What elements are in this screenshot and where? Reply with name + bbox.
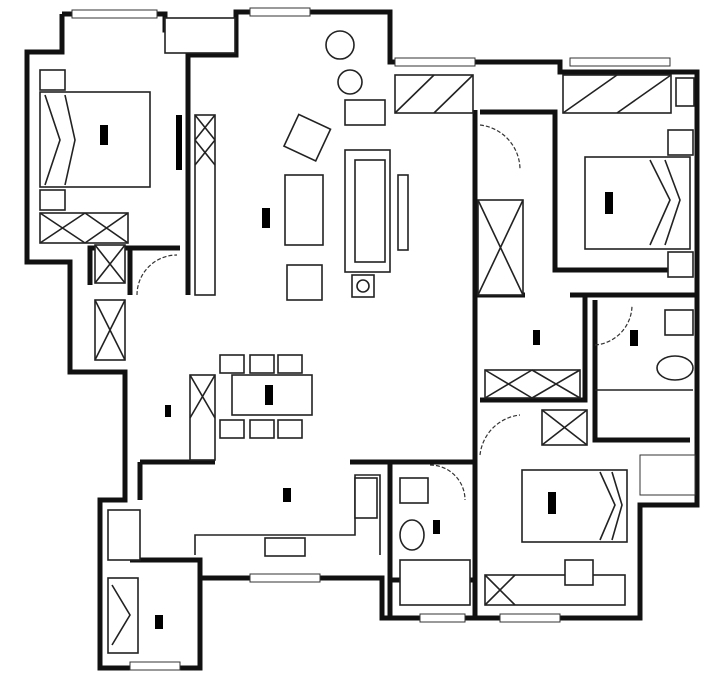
room-label-mark xyxy=(265,385,273,405)
armchair xyxy=(282,113,332,162)
living-room xyxy=(164,17,409,301)
door-swing xyxy=(136,254,178,296)
bedroom-master xyxy=(479,124,694,278)
basin xyxy=(664,309,694,336)
toilet xyxy=(656,355,694,381)
dining-room xyxy=(94,299,313,461)
coffee-table xyxy=(284,174,324,246)
room-label-mark xyxy=(262,208,270,228)
door-swing xyxy=(594,304,633,346)
room-label-mark xyxy=(548,492,556,514)
room-label-mark xyxy=(630,330,638,346)
sideboard xyxy=(189,374,216,461)
lounge-chair xyxy=(325,30,355,60)
room-label-mark xyxy=(283,488,291,502)
door-swing xyxy=(429,464,466,501)
bathroom-guest xyxy=(399,464,471,606)
bed xyxy=(521,469,628,543)
nightstand xyxy=(39,69,66,91)
kitchen xyxy=(107,474,381,561)
bathroom-master xyxy=(594,304,694,391)
toilet xyxy=(399,519,425,551)
room-label-mark xyxy=(100,125,108,145)
nightstand xyxy=(39,189,66,211)
balcony xyxy=(107,577,163,654)
bed xyxy=(584,156,691,250)
armchair xyxy=(286,264,323,301)
bedroom-bottom xyxy=(479,409,628,606)
windows xyxy=(71,7,696,671)
wardrobe xyxy=(39,212,129,244)
sink xyxy=(264,537,306,557)
chair xyxy=(564,559,594,586)
tv xyxy=(176,115,182,170)
wardrobes-top xyxy=(394,74,695,114)
room-label-mark xyxy=(533,330,540,345)
door-swing xyxy=(479,124,521,171)
fridge xyxy=(107,509,141,561)
tv-cabinet xyxy=(194,114,216,296)
bedroom-study xyxy=(477,199,581,399)
room-label-mark xyxy=(155,615,163,629)
door-swing xyxy=(479,414,521,456)
bedroom-left xyxy=(39,69,182,296)
interior-walls xyxy=(87,55,695,618)
bed xyxy=(39,91,151,188)
stove xyxy=(354,477,378,519)
room-label-mark xyxy=(605,192,613,214)
basin xyxy=(399,477,429,504)
room-label-mark xyxy=(433,520,440,534)
desk xyxy=(484,574,626,606)
